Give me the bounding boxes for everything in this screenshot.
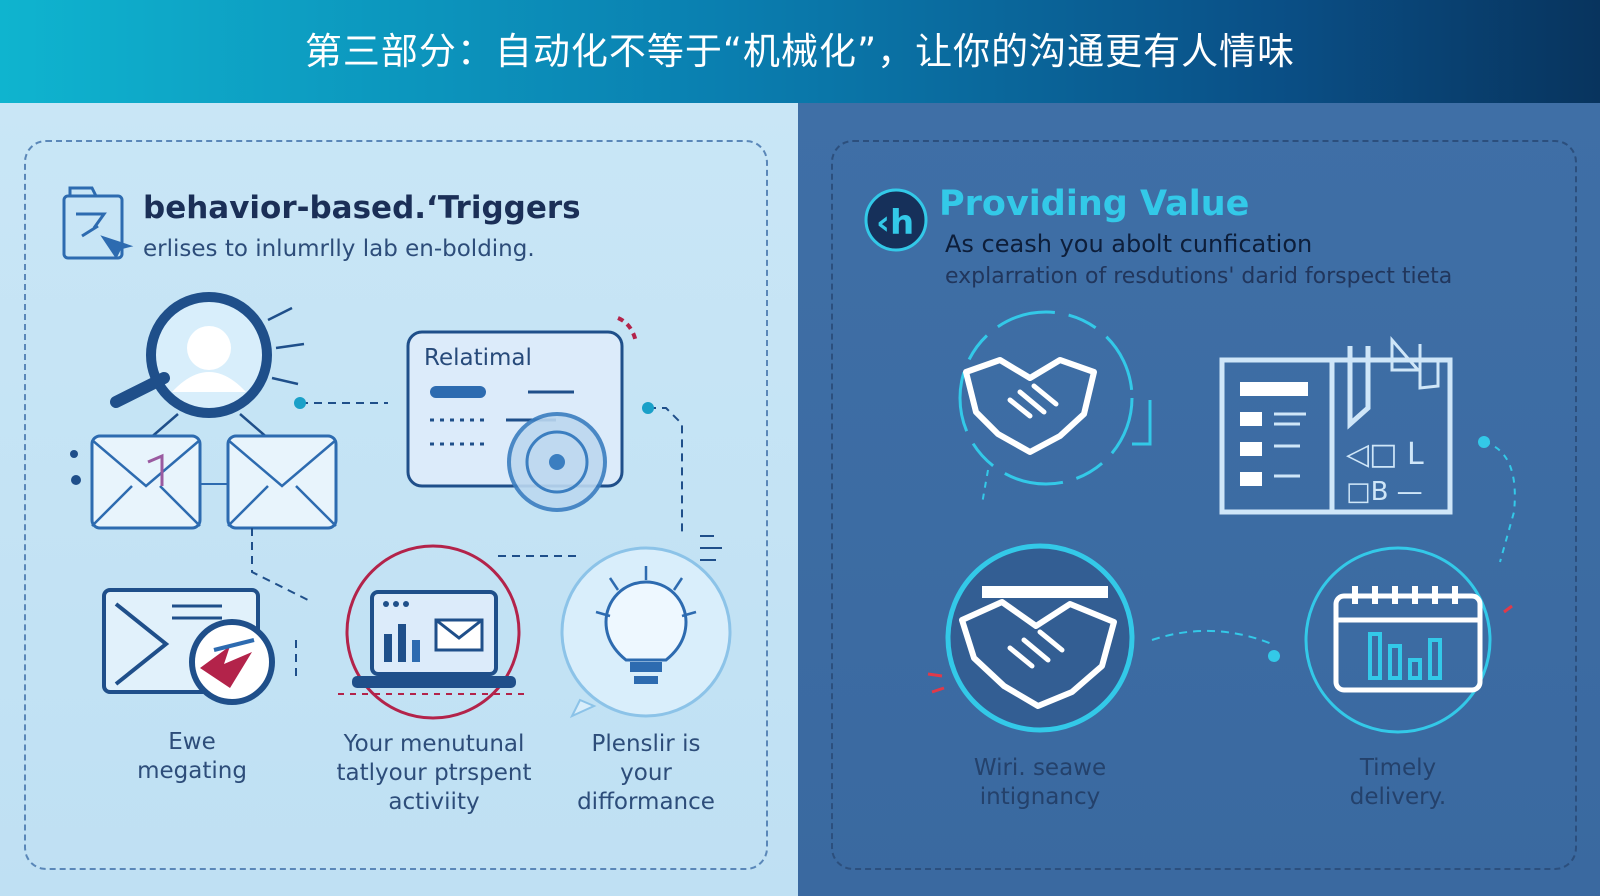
handshake-icon <box>958 310 1152 505</box>
dashboard-card-icon <box>406 316 638 512</box>
left-caption-1-line: megating <box>137 758 247 784</box>
left-caption-1-line: Ewe <box>168 729 216 755</box>
right-caption-2-line: delivery. <box>1349 784 1447 810</box>
left-panel-frame <box>24 140 768 870</box>
handshake-circle-icon <box>927 543 1135 733</box>
right-caption-2-line: Timely <box>1359 755 1437 781</box>
magnifier-user-icon <box>110 292 305 441</box>
left-caption-2-line: Your menutunal <box>343 731 525 757</box>
right-panel-frame <box>831 140 1577 870</box>
calendar-chart-icon <box>1304 546 1513 734</box>
left-caption-3: Plenslir is your difformance <box>556 730 736 817</box>
email-video-icon <box>102 588 275 705</box>
right-caption-1: Wiri. seawe intignancy <box>950 754 1130 812</box>
connector-lines <box>251 402 683 680</box>
cursor-click-icon <box>62 186 134 260</box>
connector-line <box>1483 441 1516 563</box>
card-label: Relatimal <box>424 345 532 371</box>
left-caption-3-line: difformance <box>577 789 715 815</box>
left-caption-3-line: Plenslir is <box>591 731 701 757</box>
left-caption-2-line: tatlyour ptrspent <box>336 760 532 786</box>
lightbulb-icon <box>560 535 732 719</box>
connector-line <box>1151 629 1273 645</box>
connector-dot <box>1268 650 1280 662</box>
svg-text:◁□ L: ◁□ L <box>1346 437 1424 472</box>
right-caption-1-line: intignancy <box>979 784 1101 810</box>
laptop-analytics-icon <box>338 544 530 720</box>
envelope-icon <box>70 434 338 530</box>
left-panel-title: behavior-based.ʻTriggers <box>143 190 581 226</box>
page-title: 第三部分：自动化不等于“机械化”，让你的沟通更有人情味 <box>304 30 1296 73</box>
report-document-icon: ◁□ L □B — <box>1219 335 1453 515</box>
right-caption-1-line: Wiri. seawe <box>973 755 1107 781</box>
connector-dot <box>642 402 654 414</box>
svg-text:‹h: ‹h <box>876 203 914 243</box>
right-panel-subtitle-2: explarration of resdutions' darid forspe… <box>945 264 1453 289</box>
right-caption-2: Timely delivery. <box>1316 754 1480 812</box>
header-bar: 第三部分：自动化不等于“机械化”，让你的沟通更有人情味 <box>0 0 1600 103</box>
left-caption-1: Ewe megating <box>112 728 272 786</box>
right-panel-subtitle: As ceash you abolt cunfication <box>945 230 1313 258</box>
right-panel <box>798 103 1600 896</box>
svg-text:□B —: □B — <box>1346 477 1423 507</box>
right-panel-title: Providing Value <box>939 184 1250 224</box>
left-caption-2: Your menutunal tatlyour ptrspent activii… <box>318 730 550 817</box>
left-caption-3-line: your <box>620 760 672 786</box>
left-panel-subtitle: erlises to inlumrlly lab en-bolding. <box>143 236 535 262</box>
connector-dot <box>1478 436 1490 448</box>
h-code-icon: ‹h <box>864 188 928 252</box>
left-caption-2-line: activiity <box>388 789 480 815</box>
connector-dot <box>294 397 306 409</box>
